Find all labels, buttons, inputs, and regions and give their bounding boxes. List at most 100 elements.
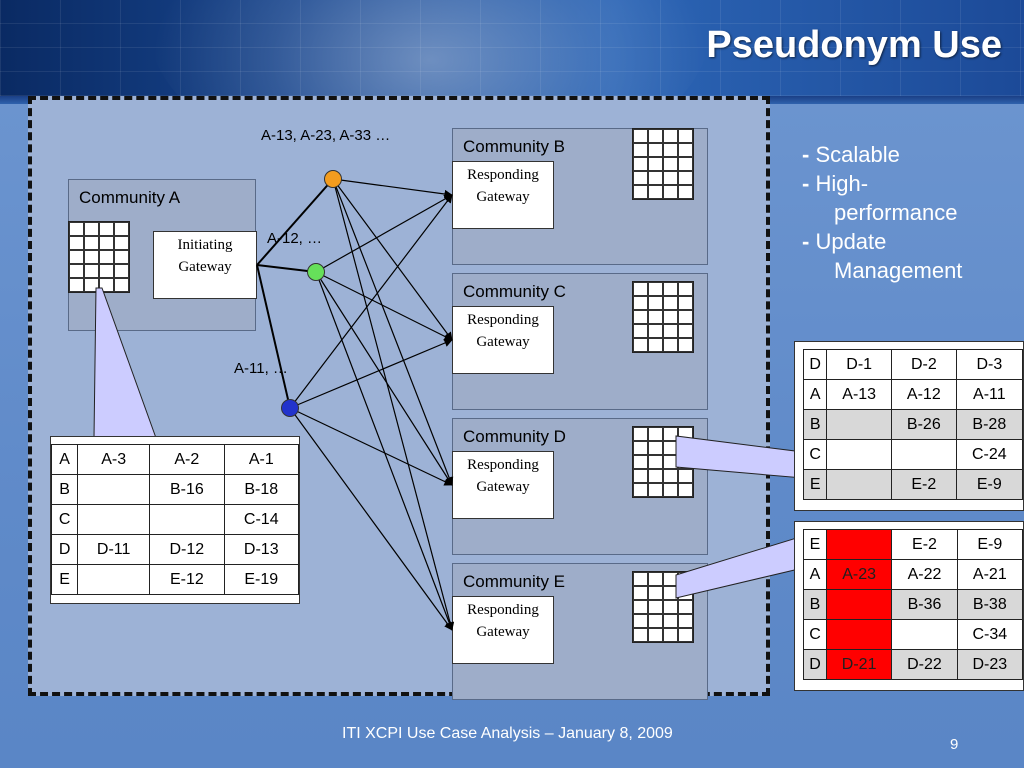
- registry-cell: [84, 250, 99, 264]
- registry-cell: [663, 427, 678, 441]
- registry-cell: [648, 157, 663, 171]
- registry-cell: [678, 185, 693, 199]
- connection-arrow: [256, 178, 334, 266]
- gateway-b-line2: Gateway: [476, 189, 530, 205]
- registry-cell: [648, 185, 663, 199]
- connection-arrow: [315, 194, 453, 273]
- table-cell: D-2: [891, 349, 957, 380]
- registry-cell: [99, 264, 114, 278]
- gateway-d-line1: Responding: [467, 457, 539, 473]
- table-cell: D-1: [826, 349, 892, 380]
- table-cell: E: [50, 564, 79, 595]
- registry-cell: [648, 296, 663, 310]
- table-cell: C: [50, 504, 79, 535]
- table-cell: D-3: [955, 349, 1024, 380]
- table-cell: A-1: [223, 444, 300, 475]
- table-cell: E: [803, 529, 827, 560]
- table-cell: [77, 564, 151, 595]
- table-cell: A: [803, 559, 827, 590]
- table-cell: C-14: [223, 504, 300, 535]
- registry-cell: [633, 296, 648, 310]
- gateway-d-line2: Gateway: [476, 479, 530, 495]
- annotation-a13: A-13, A-23, A-33 …: [261, 127, 391, 144]
- registry-cell: [648, 338, 663, 352]
- registry-cell: [84, 236, 99, 250]
- community-b-label: Community B: [463, 137, 566, 156]
- registry-cell: [648, 628, 663, 642]
- registry-cell: [648, 600, 663, 614]
- connection-arrow: [289, 407, 453, 631]
- table-cell: B-18: [223, 474, 300, 505]
- banner-grid: [0, 0, 1024, 96]
- bullet-item: - Update: [802, 229, 887, 254]
- table-cell: C: [803, 619, 827, 650]
- bullet-item: - Scalable: [802, 142, 900, 167]
- initiating-gateway-line1: Initiating: [177, 237, 233, 253]
- table-cell: E-9: [955, 469, 1024, 500]
- connection-arrow: [315, 271, 453, 341]
- community-e-label: Community E: [463, 572, 566, 591]
- table-cell: D-21: [825, 649, 893, 680]
- annotation-a11: A-11, …: [234, 360, 288, 377]
- registry-cell: [84, 264, 99, 278]
- table-cell: [77, 474, 151, 505]
- registry-cell: [663, 143, 678, 157]
- table-cell: E-9: [956, 529, 1024, 560]
- registry-cell: [663, 185, 678, 199]
- initiating-gateway: Initiating Gateway: [153, 231, 257, 299]
- registry-cell: [648, 282, 663, 296]
- table-cell: [77, 504, 151, 535]
- registry-cell: [648, 310, 663, 324]
- gateway-e-line2: Gateway: [476, 624, 530, 640]
- registry-cell: [633, 572, 648, 586]
- registry-cell: [678, 171, 693, 185]
- callout-e: [675, 535, 804, 599]
- community-b-registry-icon: [632, 128, 694, 200]
- registry-cell: [633, 427, 648, 441]
- registry-cell: [678, 600, 693, 614]
- registry-cell: [633, 483, 648, 497]
- registry-cell: [633, 129, 648, 143]
- table-cell: [826, 439, 892, 470]
- registry-cell: [99, 278, 114, 292]
- registry-cell: [663, 324, 678, 338]
- registry-cell: [663, 282, 678, 296]
- registry-cell: [648, 455, 663, 469]
- connection-arrow: [332, 178, 453, 199]
- table-cell: B-26: [891, 409, 957, 440]
- callout-a: [93, 287, 157, 439]
- community-c-registry-icon: [632, 281, 694, 353]
- registry-cell: [633, 441, 648, 455]
- callout-d: [675, 435, 804, 479]
- registry-cell: [114, 264, 129, 278]
- registry-cell: [99, 236, 114, 250]
- registry-cell: [633, 157, 648, 171]
- registry-cell: [663, 310, 678, 324]
- table-cell: [825, 589, 893, 620]
- registry-cell: [633, 586, 648, 600]
- registry-cell: [633, 338, 648, 352]
- registry-cell: [663, 614, 678, 628]
- connection-arrow: [315, 271, 453, 486]
- registry-cell: [648, 469, 663, 483]
- registry-cell: [678, 143, 693, 157]
- table-cell: A-13: [826, 379, 892, 410]
- table-cell: D-12: [149, 534, 225, 565]
- table-cell: E-2: [891, 469, 957, 500]
- node-blue: [281, 399, 299, 417]
- registry-cell: [633, 469, 648, 483]
- table-cell: A-23: [825, 559, 893, 590]
- registry-cell: [69, 264, 84, 278]
- responding-gateway-e: Responding Gateway: [452, 596, 554, 664]
- registry-cell: [663, 157, 678, 171]
- table-cell: A-11: [955, 379, 1024, 410]
- registry-cell: [633, 600, 648, 614]
- node-orange: [324, 170, 342, 188]
- registry-cell: [633, 628, 648, 642]
- table-cell: E-2: [891, 529, 958, 560]
